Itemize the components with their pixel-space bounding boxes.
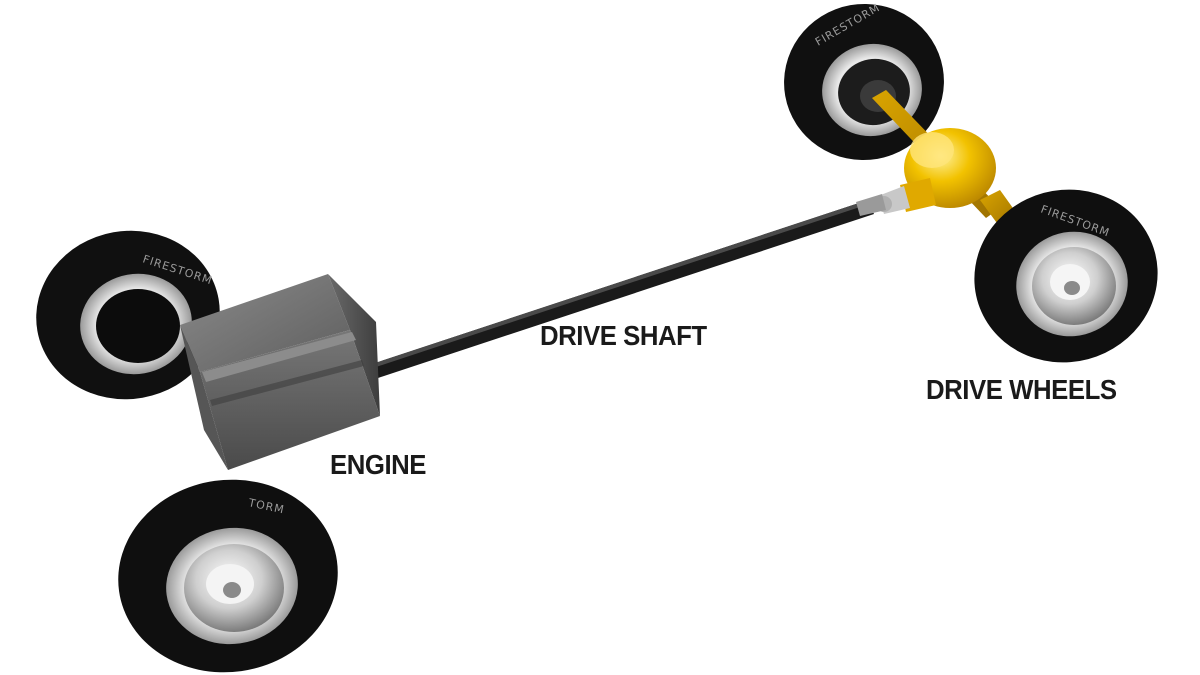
drive-shaft-label: DRIVE SHAFT	[540, 320, 707, 351]
engine-block	[180, 274, 380, 470]
front-left-wheel: FIRESTORM	[36, 230, 220, 400]
drive-wheels-label: DRIVE WHEELS	[926, 374, 1117, 405]
differential	[872, 90, 1020, 230]
engine-label: ENGINE	[330, 449, 427, 480]
front-right-wheel: TORM	[118, 479, 338, 673]
drive-shaft	[372, 194, 886, 378]
rear-right-wheel: FIRESTORM	[974, 189, 1158, 363]
